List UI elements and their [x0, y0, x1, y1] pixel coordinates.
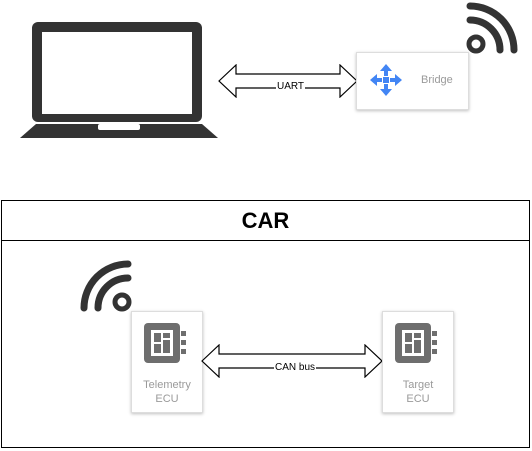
target-ecu-label-line2: ECU: [406, 393, 430, 405]
target-ecu-node[interactable]: Target ECU: [382, 311, 454, 413]
car-title: CAR: [2, 201, 529, 241]
chip-icon: [395, 323, 437, 363]
bridge-node[interactable]: Bridge: [356, 52, 469, 110]
car-container: CAR: [1, 200, 530, 448]
telemetry-ecu-node[interactable]: Telemetry ECU: [131, 311, 203, 413]
target-ecu-label-line1: Target: [402, 379, 434, 391]
target-ecu-label: Target ECU: [383, 378, 453, 406]
telemetry-ecu-label-line2: ECU: [155, 393, 179, 405]
telemetry-ecu-label: Telemetry ECU: [132, 378, 202, 406]
wifi-icon: [80, 260, 132, 312]
can-bus-label: CAN bus: [274, 362, 317, 373]
uart-label: UART: [276, 81, 306, 92]
wifi-icon: [466, 2, 518, 54]
bridge-move-icon: [370, 64, 402, 96]
telemetry-ecu-label-line1: Telemetry: [143, 379, 191, 391]
bridge-label: Bridge: [421, 74, 453, 86]
laptop-icon: [20, 22, 218, 138]
chip-icon: [144, 323, 186, 363]
